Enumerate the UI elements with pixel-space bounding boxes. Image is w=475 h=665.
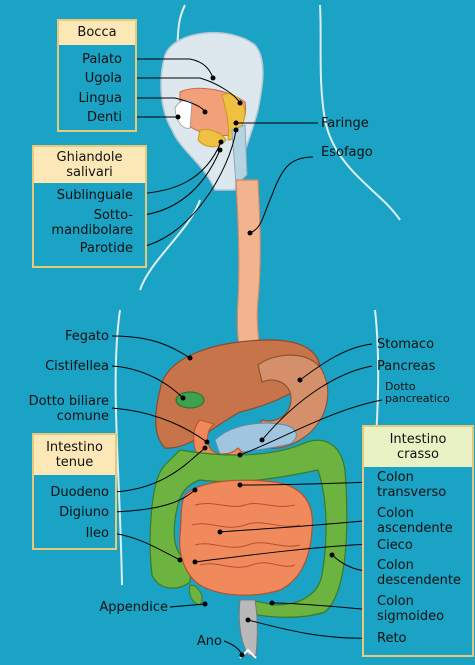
ghiandole-title: Ghiandole salivari — [34, 150, 145, 180]
label-cistifellea: Cistifellea — [45, 359, 109, 374]
label-palato: Palato — [82, 52, 122, 67]
label-duodeno: Duodeno — [50, 485, 109, 500]
small-intestine-shape — [180, 480, 313, 595]
label-lingua: Lingua — [78, 91, 122, 106]
label-ileo: Ileo — [86, 526, 109, 541]
intestino-crasso-title: Intestino crasso — [364, 432, 472, 462]
label-colon-transverso: Colon transverso — [377, 470, 446, 500]
label-faringe: Faringe — [321, 116, 369, 131]
rectum-shape — [239, 600, 257, 655]
appendix-shape — [189, 585, 202, 605]
label-denti: Denti — [87, 110, 122, 125]
bocca-title: Bocca — [59, 25, 135, 40]
label-digiuno: Digiuno — [59, 505, 109, 520]
label-sublinguale: Sublinguale — [57, 188, 133, 203]
label-dotto-biliare: Dotto biliare comune — [29, 394, 109, 424]
intestino-tenue-title: Intestino tenue — [34, 440, 115, 470]
label-dotto-pancreatico: Dotto pancreatico — [385, 381, 450, 405]
label-esofago: Esofago — [321, 145, 373, 160]
label-cieco: Cieco — [377, 538, 413, 553]
label-colon-discendente: Colon descendente — [377, 558, 461, 588]
label-reto: Reto — [377, 631, 407, 646]
gallbladder-shape — [176, 392, 204, 408]
label-ano: Ano — [197, 634, 222, 649]
label-ugola: Ugola — [85, 71, 122, 86]
label-sottomandibolare: Sotto- mandibolare — [51, 208, 133, 238]
label-colon-ascendente: Colon ascendente — [377, 506, 453, 536]
esophagus-shape — [236, 180, 262, 365]
label-pancreas: Pancreas — [377, 359, 435, 374]
label-appendice: Appendice — [99, 600, 168, 615]
label-parotide: Parotide — [80, 241, 133, 256]
label-colon-sigmoideo: Colon sigmoideo — [377, 594, 444, 624]
label-fegato: Fegato — [65, 329, 109, 344]
label-stomaco: Stomaco — [377, 337, 434, 352]
